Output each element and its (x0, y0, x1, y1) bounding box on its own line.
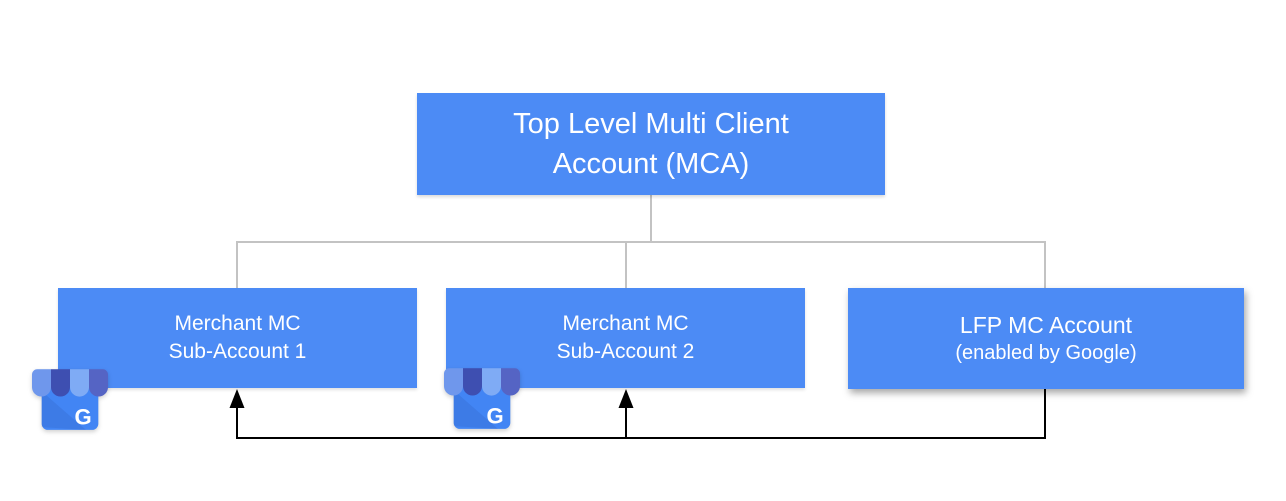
node-label-line: Account (MCA) (552, 148, 750, 180)
node-label-line: Merchant MC (174, 312, 301, 335)
feedback-arrow-lines (236, 389, 1046, 439)
node-label-line: LFP MC Account (959, 312, 1133, 338)
node-label-line: Sub-Account 2 (556, 340, 695, 363)
node-label-line: Top Level Multi Client (513, 108, 789, 140)
node-label-line: Merchant MC (562, 312, 689, 335)
arrowhead-sub2 (618, 389, 634, 408)
google-business-icon (444, 365, 520, 432)
tree-connector-lines (236, 195, 1046, 288)
google-business-icon (32, 366, 108, 433)
node-label-line: Sub-Account 1 (168, 340, 307, 363)
node-top-level-mca: Top Level Multi Client Account (MCA) (417, 93, 885, 195)
node-merchant-sub-account-1: Merchant MC Sub-Account 1 (58, 288, 417, 388)
node-lfp-mc-account: LFP MC Account (enabled by Google) (848, 288, 1244, 389)
arrowhead-sub1 (229, 389, 245, 408)
node-label-line: (enabled by Google) (955, 342, 1137, 364)
